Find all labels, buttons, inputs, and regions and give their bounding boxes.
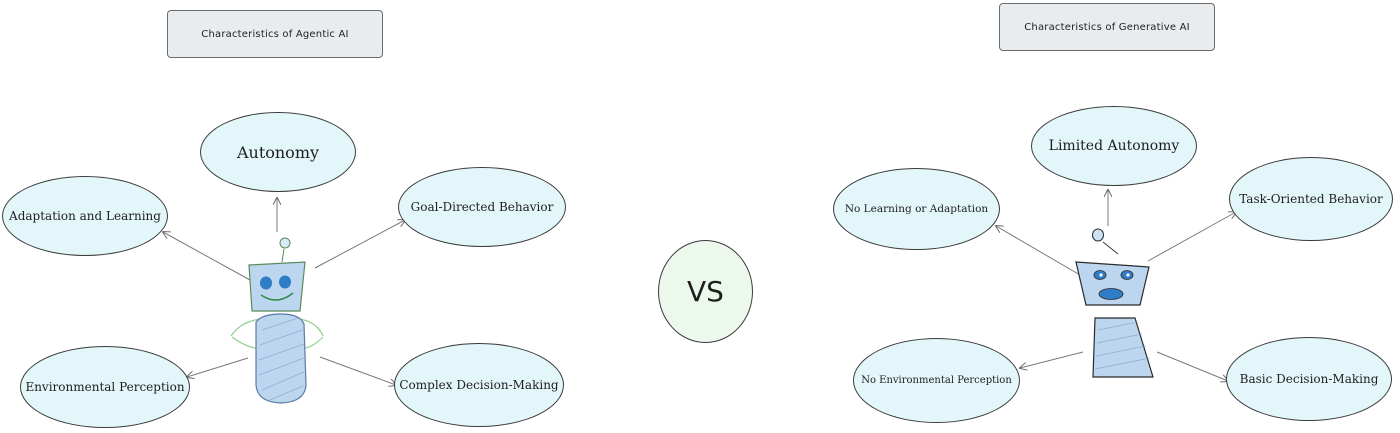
node-autonomy-label: Autonomy bbox=[236, 142, 320, 162]
node-autonomy: Autonomy bbox=[200, 112, 356, 192]
node-environmental-perception-label: Environmental Perception bbox=[25, 380, 185, 394]
arrow-to-task bbox=[1147, 212, 1236, 262]
node-no-environmental-perception: No Environmental Perception bbox=[853, 338, 1020, 423]
arrow-to-perception bbox=[187, 357, 249, 377]
node-environmental-perception: Environmental Perception bbox=[20, 346, 190, 428]
generative-ai-title-text: Characteristics of Generative AI bbox=[1024, 21, 1190, 33]
node-no-environmental-perception-label: No Environmental Perception bbox=[861, 375, 1012, 386]
node-goal-directed: Goal-Directed Behavior bbox=[398, 167, 566, 247]
node-task-oriented-label: Task-Oriented Behavior bbox=[1239, 192, 1383, 206]
node-complex-decision: Complex Decision-Making bbox=[394, 343, 564, 427]
agentic-ai-title: Characteristics of Agentic AI bbox=[167, 10, 383, 58]
node-adaptation-learning: Adaptation and Learning bbox=[2, 176, 168, 256]
arrow-to-adaptation bbox=[163, 232, 251, 281]
arrow-to-basic-decision bbox=[1156, 351, 1228, 381]
agentic-ai-title-text: Characteristics of Agentic AI bbox=[201, 28, 349, 40]
vs-label: VS bbox=[687, 275, 724, 308]
sad-robot-icon bbox=[1075, 228, 1154, 378]
node-basic-decision-label: Basic Decision-Making bbox=[1239, 372, 1379, 386]
node-goal-directed-label: Goal-Directed Behavior bbox=[410, 200, 554, 214]
arrow-to-goal bbox=[314, 220, 405, 269]
node-adaptation-learning-label: Adaptation and Learning bbox=[9, 209, 161, 223]
node-limited-autonomy: Limited Autonomy bbox=[1031, 106, 1197, 186]
node-limited-autonomy-label: Limited Autonomy bbox=[1048, 138, 1180, 154]
vs-circle: VS bbox=[658, 240, 753, 343]
arrow-to-no-learning bbox=[996, 226, 1081, 276]
node-task-oriented: Task-Oriented Behavior bbox=[1229, 157, 1393, 241]
node-no-learning: No Learning or Adaptation bbox=[833, 168, 1000, 250]
arrow-to-decision bbox=[319, 356, 396, 385]
smiling-robot-icon bbox=[230, 237, 324, 404]
generative-ai-title: Characteristics of Generative AI bbox=[999, 3, 1215, 51]
node-basic-decision: Basic Decision-Making bbox=[1226, 337, 1392, 421]
node-complex-decision-label: Complex Decision-Making bbox=[399, 378, 559, 392]
arrow-to-no-perception bbox=[1020, 351, 1084, 368]
node-no-learning-label: No Learning or Adaptation bbox=[844, 203, 989, 215]
